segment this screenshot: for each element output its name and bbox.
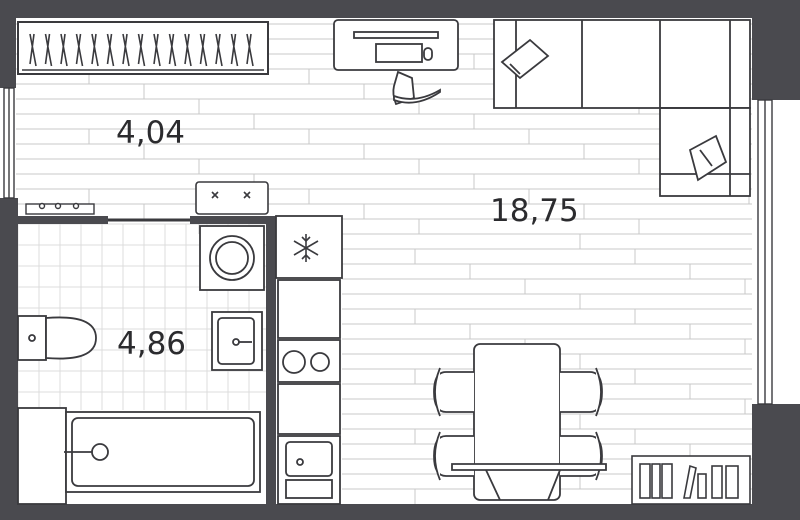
sofa [493, 19, 751, 197]
wall-top [0, 0, 800, 18]
hanger [184, 33, 192, 67]
hanger [215, 33, 223, 67]
chair [433, 371, 474, 413]
dining-table [473, 343, 561, 501]
desk [333, 19, 459, 106]
wall-right-lower [752, 404, 800, 520]
hanger [29, 33, 37, 67]
mouse [423, 47, 433, 61]
snowflake-icon [293, 234, 319, 262]
wall-right-upper [752, 0, 800, 100]
hob-ring [282, 350, 306, 374]
wall-partition-bath-kitchen [266, 216, 276, 506]
wall-left-lower [0, 198, 18, 520]
hob-ring [310, 352, 330, 372]
wall-partition-stub [190, 216, 276, 224]
hanger [137, 33, 146, 67]
washbasin [211, 311, 263, 371]
hanger [44, 33, 53, 67]
hanger [106, 33, 115, 67]
kitchen-unit [275, 215, 343, 505]
shoe-rack [25, 202, 95, 215]
clothes-hangers [29, 33, 254, 67]
hob-top [195, 181, 269, 215]
toilet [17, 315, 97, 361]
windows [3, 87, 773, 405]
bathroom-area-label: 4,86 [117, 326, 186, 362]
wall-partition-hall-bath [16, 216, 108, 224]
bathtub [17, 407, 261, 505]
hall-area-label: 4,04 [116, 115, 185, 151]
hanger [122, 33, 130, 67]
hanger [199, 33, 208, 67]
wall-bottom [0, 504, 800, 520]
washing-machine [199, 225, 265, 291]
hanger [153, 33, 161, 67]
wall-left-upper [0, 0, 16, 88]
hanger [91, 33, 99, 67]
hanger [246, 33, 254, 67]
wardrobe [17, 21, 269, 75]
chair [560, 371, 603, 413]
keyboard [375, 43, 423, 63]
monitor [353, 31, 439, 39]
folding-leaf [451, 463, 607, 471]
bookshelf [631, 455, 751, 505]
hanger [230, 33, 239, 67]
hanger [168, 33, 177, 67]
living-area-label: 18,75 [490, 193, 579, 229]
hanger [60, 33, 68, 67]
dining-set [433, 343, 607, 501]
cushion [688, 134, 728, 182]
hanger [75, 33, 84, 67]
